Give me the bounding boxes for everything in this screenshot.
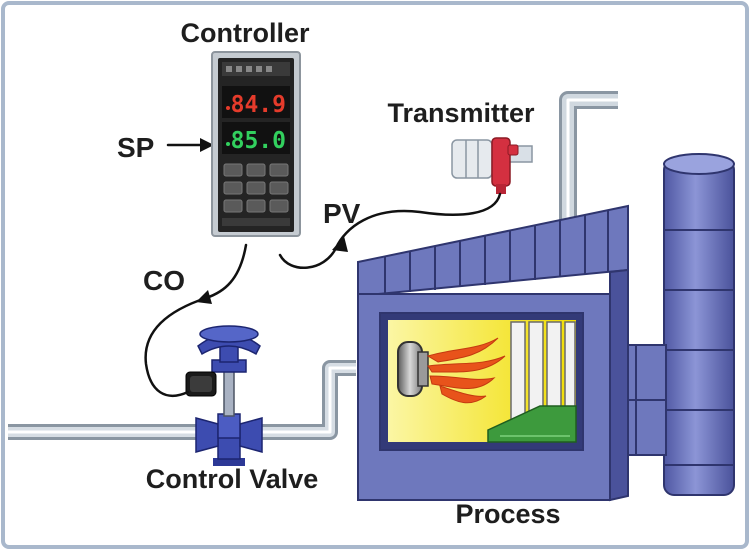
sp-display-value: 85.0: [231, 128, 286, 154]
burner: [397, 341, 429, 397]
label-control-valve: Control Valve: [146, 464, 319, 494]
exhaust-pipe: [559, 91, 618, 230]
pv-signal-wire: [278, 192, 502, 269]
flame: [426, 337, 506, 404]
heat-exchanger-tubes: [510, 321, 576, 427]
pv-display: [222, 86, 290, 118]
sp-arrowhead: [200, 138, 214, 152]
arrowheads: [196, 138, 348, 304]
inlet-pipe: [8, 360, 356, 440]
green-base: [487, 405, 577, 443]
sp-display: [222, 122, 290, 154]
label-process: Process: [455, 499, 560, 529]
control-valve: [185, 325, 263, 466]
controller: 84.9 85.0: [211, 51, 301, 237]
transmitter: [451, 137, 533, 194]
label-sp: SP: [117, 132, 154, 163]
pv-display-value: 84.9: [231, 92, 286, 118]
label-controller: Controller: [180, 18, 309, 48]
process-furnace: [357, 204, 629, 502]
controller-keypad: [223, 163, 289, 213]
label-pv: PV: [323, 198, 361, 229]
process-tower: [663, 153, 735, 496]
label-co: CO: [143, 265, 185, 296]
co-signal-wire: [144, 243, 248, 397]
label-transmitter: Transmitter: [387, 98, 535, 128]
pv-arrowhead: [332, 236, 348, 252]
signal-wires: [144, 143, 502, 397]
co-arrowhead: [196, 290, 212, 304]
